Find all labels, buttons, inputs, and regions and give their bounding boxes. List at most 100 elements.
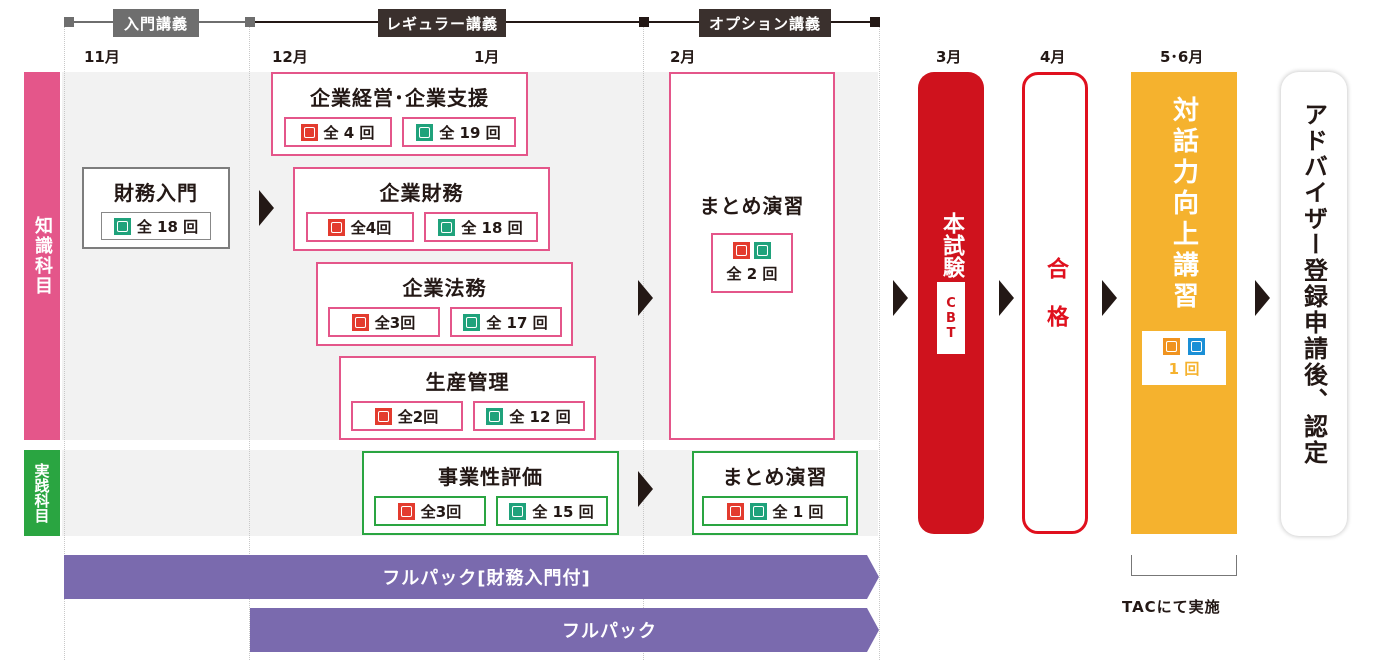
- web-lecture-icon: [416, 123, 434, 141]
- month-11: 11月: [84, 48, 120, 66]
- session-chip: 全 4 回: [283, 117, 392, 147]
- month-3: 3月: [936, 48, 962, 66]
- session-count: 全4回: [350, 218, 392, 237]
- course-management[interactable]: 企業経営･企業支援 全 4 回 全 19 回: [271, 72, 528, 156]
- live-class-icon: [327, 218, 345, 236]
- session-chip: 全 18 回: [423, 212, 538, 242]
- month-12: 12月: [272, 48, 308, 66]
- live-class-icon: [300, 123, 318, 141]
- pass-title: 合格: [1043, 257, 1068, 353]
- timeline-marker: [245, 17, 255, 27]
- session-count: 全 12 回: [509, 407, 571, 426]
- web-lecture-icon: [438, 218, 456, 236]
- course-title: 企業財務: [379, 181, 464, 205]
- textbook-icon: [1188, 337, 1205, 355]
- course-evaluation[interactable]: 事業性評価 全3回 全 15 回: [362, 451, 619, 535]
- live-class-icon: [733, 242, 750, 259]
- phase-regular: レギュラー講義: [378, 9, 506, 37]
- month-1: 1月: [474, 48, 500, 66]
- course-title: 企業経営･企業支援: [310, 86, 489, 110]
- session-count: 全 4 回: [323, 123, 375, 142]
- session-chip: 全 2 回: [711, 233, 793, 293]
- timeline-marker: [64, 17, 74, 27]
- session-count: 全 18 回: [461, 218, 523, 237]
- pack-label: フルパック[財務入門付]: [382, 568, 591, 589]
- phase-intro: 入門講義: [113, 9, 199, 37]
- guide-line-2: [643, 20, 644, 660]
- course-finance[interactable]: 企業財務 全4回 全 18 回: [293, 167, 550, 251]
- workshop-icon: [1163, 337, 1180, 355]
- session-chip: 全 18 回: [101, 212, 211, 240]
- timeline-marker: [639, 17, 649, 27]
- timeline-regular: [250, 21, 875, 23]
- web-lecture-icon: [486, 407, 504, 425]
- final-title: アドバイザー登録申請後、認定: [1299, 102, 1328, 466]
- course-review-practice[interactable]: まとめ演習 全 1 回: [692, 451, 858, 535]
- dialogue-bracket: [1131, 555, 1237, 576]
- live-class-icon: [374, 407, 392, 425]
- session-chip: 全 19 回: [401, 117, 516, 147]
- dialogue-note: TACにて実施: [1122, 598, 1221, 616]
- live-class-icon: [397, 502, 415, 520]
- pass-pill: 合格: [1022, 72, 1088, 534]
- arrow-right-icon: [638, 280, 653, 316]
- session-chip: 全 1 回: [702, 496, 848, 526]
- category-knowledge: 知識科目: [24, 72, 60, 440]
- web-lecture-icon: [749, 502, 767, 520]
- final-step: アドバイザー登録申請後、認定: [1281, 72, 1347, 536]
- web-lecture-icon: [754, 242, 771, 259]
- arrow-right-icon: [893, 280, 908, 316]
- session-chip: 全 15 回: [495, 496, 608, 526]
- month-5-6: 5･6月: [1160, 48, 1204, 66]
- course-title: まとめ演習: [699, 194, 805, 218]
- session-chip: 全4回: [305, 212, 414, 242]
- course-title: 財務入門: [114, 181, 198, 205]
- session-count: 全 2 回: [726, 265, 778, 283]
- course-production[interactable]: 生産管理 全2回 全 12 回: [339, 356, 596, 440]
- course-title: まとめ演習: [722, 465, 828, 489]
- course-review-knowledge[interactable]: まとめ演習 全 2 回: [669, 72, 835, 440]
- course-intro-finance[interactable]: 財務入門 全 18 回: [82, 167, 230, 249]
- session-count: 全 1 回: [772, 502, 824, 521]
- arrow-right-icon: [259, 190, 274, 226]
- exam-title: 本試験: [939, 212, 964, 278]
- dialogue-count: 1 回: [1168, 359, 1200, 378]
- session-count: 全2回: [397, 407, 439, 426]
- web-lecture-icon: [509, 502, 527, 520]
- month-2: 2月: [670, 48, 696, 66]
- phase-option: オプション講義: [699, 9, 831, 37]
- arrow-right-icon: [999, 280, 1014, 316]
- guide-line-3: [879, 20, 880, 660]
- session-chip: 全 17 回: [449, 307, 562, 337]
- course-title: 事業性評価: [438, 465, 543, 489]
- session-chip: 全3回: [373, 496, 486, 526]
- pack-label: フルパック: [562, 621, 657, 642]
- arrow-right-icon: [638, 471, 653, 507]
- session-count: 全 17 回: [486, 313, 548, 332]
- exam-pill: 本試験 CBT: [918, 72, 984, 534]
- pack-full[interactable]: フルパック: [250, 608, 879, 652]
- course-title: 企業法務: [402, 276, 487, 300]
- arrow-right-icon: [1255, 280, 1270, 316]
- session-count: 全 19 回: [439, 123, 501, 142]
- course-law[interactable]: 企業法務 全3回 全 17 回: [316, 262, 573, 346]
- session-chip: 全3回: [327, 307, 440, 337]
- guide-line-12: [249, 20, 250, 660]
- session-count: 全3回: [420, 502, 462, 521]
- pack-full-with-intro[interactable]: フルパック[財務入門付]: [64, 555, 879, 599]
- arrow-right-icon: [1102, 280, 1117, 316]
- category-practice-label: 実践科目: [32, 463, 51, 523]
- dialogue-block: 対話力向上講習 1 回: [1131, 72, 1237, 534]
- timeline-marker: [870, 17, 880, 27]
- exam-badge-label: CBT: [943, 295, 959, 341]
- exam-badge: CBT: [937, 282, 965, 354]
- course-title: 生産管理: [425, 370, 510, 394]
- live-class-icon: [726, 502, 744, 520]
- session-count: 全3回: [374, 313, 416, 332]
- dialogue-count-box: 1 回: [1142, 331, 1226, 385]
- session-chip: 全 12 回: [472, 401, 585, 431]
- web-lecture-icon: [463, 313, 481, 331]
- guide-line-11: [64, 20, 65, 660]
- session-count: 全 15 回: [532, 502, 594, 521]
- live-class-icon: [351, 313, 369, 331]
